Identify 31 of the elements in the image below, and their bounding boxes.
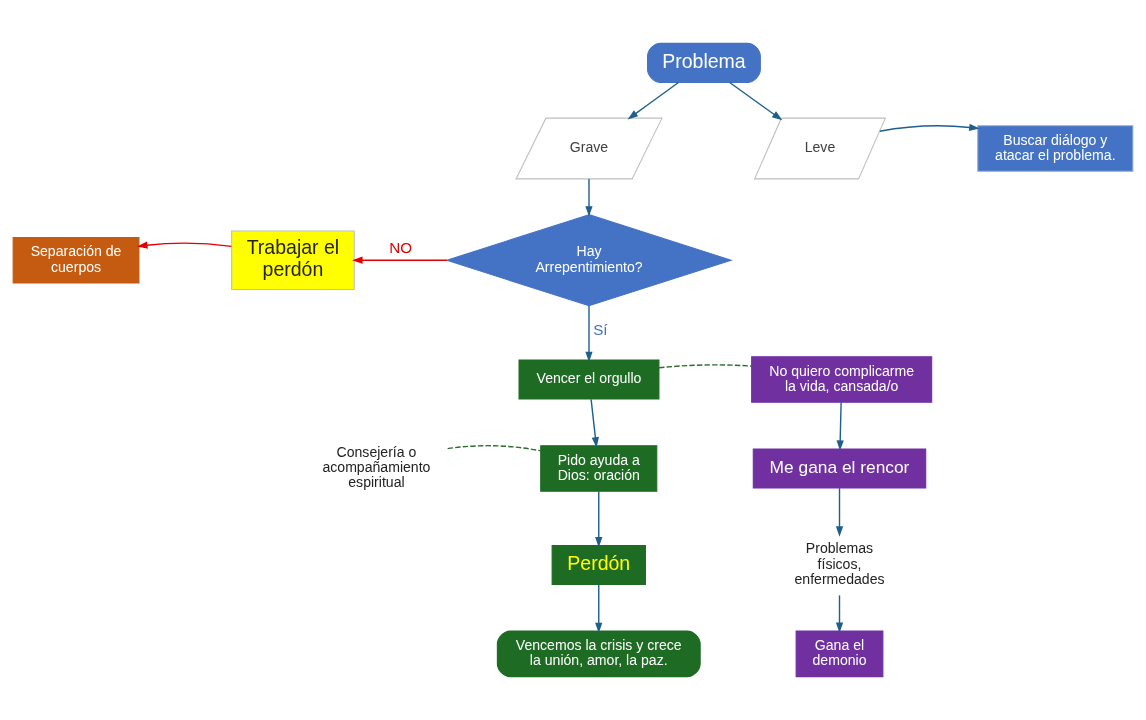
connector [658,364,753,369]
node-box: Me gana el rencor [752,448,927,489]
arrow [835,487,844,537]
arrow [137,241,233,249]
node-box: Perdón [551,544,646,585]
node-box: Buscar diálogo y atacar el problema. [977,125,1134,172]
node-box: Trabajar el perdón [231,230,355,291]
arrow [729,81,783,121]
arrow [595,490,603,548]
node-box: Pido ayuda a Dios: oración [540,445,658,492]
connector [446,444,542,452]
arrow [585,178,593,217]
node-box: Gana el demonio [795,630,884,678]
edge-label: Sí [593,321,608,339]
edge-label: NO [389,238,412,256]
node-box: Problema [647,42,761,83]
node-diamond: Hay Arrepentimiento? [445,214,733,307]
node-box: No quiero complicarme la vida, cansada/o [751,356,933,403]
node-box: Vencer el orgullo [518,359,660,400]
arrow [352,256,448,264]
node-box: Vencemos la crisis y crece la unión, amor, la paz. [496,630,701,678]
node-text: Consejería o acompañamiento espiritual [322,443,431,491]
arrow [595,584,603,634]
arrow [627,81,680,120]
node-text: Problemas físicos, enfermedades [794,540,885,587]
node-box: Separación de cuerpos [12,236,140,284]
arrow [836,401,844,451]
arrow [879,123,980,132]
arrow [585,305,593,363]
arrow [590,398,599,448]
arrow [835,594,844,633]
